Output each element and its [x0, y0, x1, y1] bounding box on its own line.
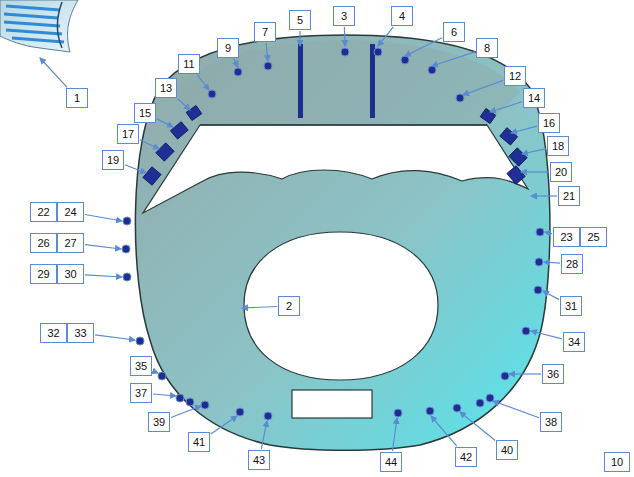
leader-line [460, 412, 495, 441]
callout-number: 13 [155, 78, 177, 98]
callout-number: 24 [57, 202, 84, 222]
leader-line [521, 171, 549, 172]
leader-line [522, 149, 546, 154]
leader-line [153, 371, 158, 373]
callout-number: 15 [134, 103, 156, 123]
callout-number: 37 [130, 383, 152, 403]
callout-number: 28 [561, 254, 583, 274]
leader-line [545, 232, 552, 234]
callout-number: 32 [40, 323, 67, 343]
leader-line [234, 59, 238, 67]
leader-line [393, 418, 398, 451]
callout-number: 39 [148, 412, 170, 432]
leader-line [511, 126, 537, 133]
leader-line [242, 307, 277, 309]
leader-line [153, 394, 176, 396]
callout-number: 14 [523, 88, 545, 108]
leader-line [543, 291, 559, 300]
callout-number: 36 [542, 364, 564, 384]
callout-number: 33 [67, 323, 94, 343]
leader-line [85, 245, 121, 249]
callout-number: 10 [604, 452, 630, 472]
leader-line [344, 27, 346, 46]
leader-line [157, 119, 173, 127]
callout-number: 44 [380, 452, 402, 472]
leader-line [431, 416, 457, 446]
leader-line [261, 421, 267, 449]
callout-number: 2 [278, 296, 300, 316]
callout-number: 18 [547, 136, 569, 156]
callout-number: 26 [30, 233, 57, 253]
callout-number: 11 [178, 54, 200, 74]
callout-number: 43 [248, 450, 270, 470]
callout-number: 30 [57, 264, 84, 284]
callout-number: 1 [66, 88, 88, 108]
callout-number: 21 [558, 186, 580, 206]
callout-number: 6 [443, 22, 465, 42]
leader-line [509, 373, 541, 374]
leader-line [544, 262, 560, 263]
leader-line [125, 165, 146, 173]
leader-line [378, 27, 393, 46]
callout-number: 12 [504, 66, 526, 86]
callout-number: 29 [30, 264, 57, 284]
callout-number: 34 [563, 332, 585, 352]
leader-line [531, 331, 562, 339]
leader-line [40, 58, 67, 87]
leader-line [463, 80, 503, 95]
leader-line [85, 215, 122, 222]
callout-number: 19 [102, 150, 124, 170]
leader-line [95, 335, 135, 340]
callout-number: 35 [130, 356, 152, 376]
leader-line [531, 195, 557, 196]
callout-number: 8 [476, 38, 498, 58]
leader-line [178, 99, 190, 110]
callout-number: 42 [455, 447, 477, 467]
leader-line [490, 102, 522, 112]
callout-number: 20 [550, 162, 572, 182]
callout-number: 27 [57, 233, 84, 253]
callout-number: 17 [117, 124, 139, 144]
callout-number: 38 [540, 412, 562, 432]
callout-number: 4 [391, 6, 413, 26]
callout-number: 22 [30, 202, 57, 222]
leader-line [266, 43, 268, 61]
leader-line [405, 38, 442, 56]
callout-number: 7 [254, 22, 276, 42]
leader-line [171, 406, 201, 418]
callout-number: 5 [289, 10, 311, 30]
callout-number: 40 [496, 440, 518, 460]
leader-line [493, 401, 539, 418]
callout-number: 31 [560, 296, 582, 316]
leader-line [432, 52, 475, 66]
callout-number: 25 [580, 227, 607, 247]
callout-number: 41 [188, 432, 210, 452]
leader-line [85, 275, 122, 277]
callout-number: 9 [217, 38, 239, 58]
callout-number: 23 [553, 227, 580, 247]
callout-number: 3 [333, 6, 355, 26]
leader-line [299, 31, 300, 46]
leader-line [211, 416, 237, 434]
callout-number: 16 [538, 113, 560, 133]
leader-line [197, 75, 209, 90]
leader-line [140, 140, 159, 149]
